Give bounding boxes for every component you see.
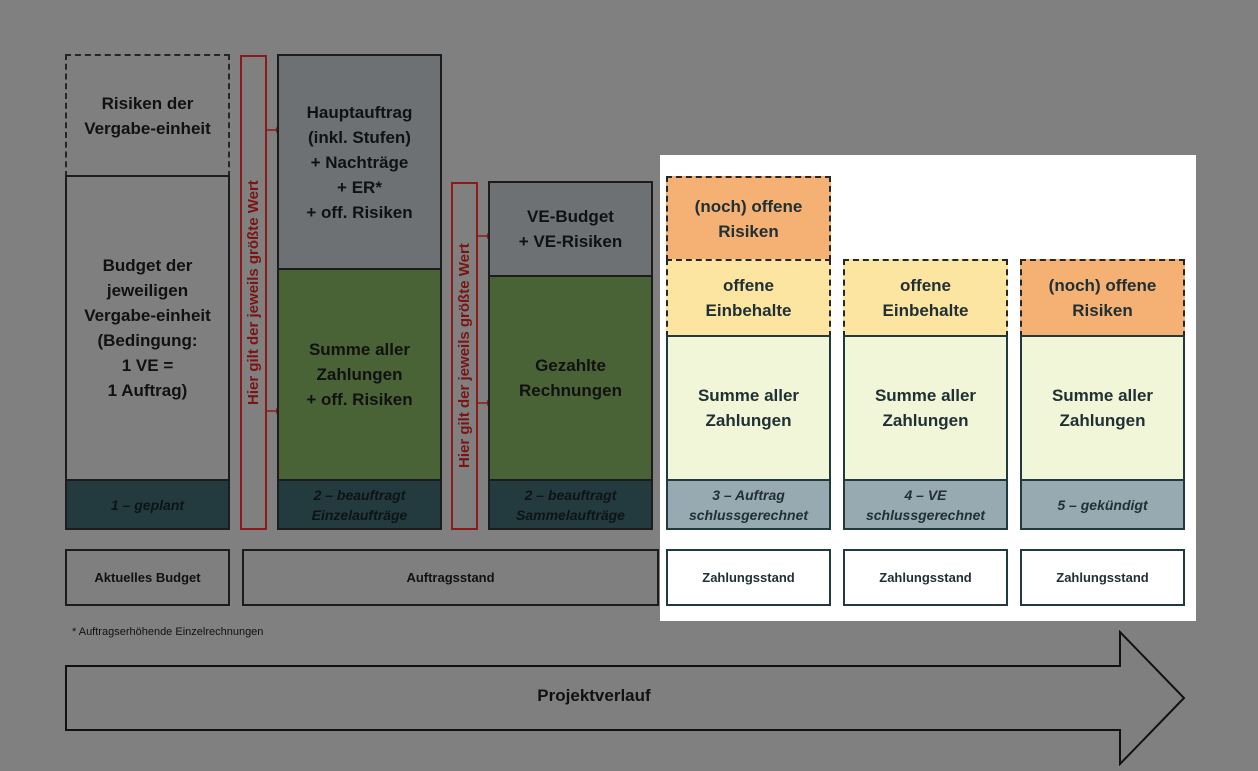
invoices-box-col3: Gezahlte Rechnungen <box>488 275 653 481</box>
status-label-ve-schlussgerechnet: 4 – VE schlussgerechnet <box>843 479 1008 530</box>
risks-box-col1: Risiken der Vergabe-einheit <box>65 54 230 177</box>
open-risks-box-col6: (noch) offene Risiken <box>1020 259 1185 337</box>
retentions-box-col4: offene Einbehalte <box>666 259 831 337</box>
contract-box-col2: Hauptauftrag (inkl. Stufen) + Nachträge … <box>277 54 442 270</box>
footer-current-budget: Aktuelles Budget <box>65 549 230 606</box>
budget-box-col1: Budget der jeweiligen Vergabe-einheit (B… <box>65 175 230 481</box>
status-label-einzelauftraege: 2 – beauftragt Einzelaufträge <box>277 479 442 530</box>
project-arrow <box>65 630 1186 766</box>
footer-payment-status-col5: Zahlungsstand <box>843 549 1008 606</box>
project-arrow-label: Projektverlauf <box>537 686 651 705</box>
status-label-auftrag-schlussgerechnet: 3 – Auftrag schlussgerechnet <box>666 479 831 530</box>
vertical-note-text-2: Hier gilt der jeweils größte Wert <box>456 243 473 469</box>
payments-box-col4: Summe aller Zahlungen <box>666 335 831 481</box>
status-label-gekuendigt: 5 – gekündigt <box>1020 479 1185 530</box>
footer-order-status: Auftragsstand <box>242 549 659 606</box>
open-risks-box-col4: (noch) offene Risiken <box>666 176 831 261</box>
payments-box-col6: Summe aller Zahlungen <box>1020 335 1185 481</box>
retentions-box-col5: offene Einbehalte <box>843 259 1008 337</box>
ve-budget-box-col3: VE-Budget + VE-Risiken <box>488 181 653 277</box>
vertical-note-text-1: Hier gilt der jeweils größte Wert <box>245 180 262 405</box>
vertical-note-bar-1 <box>240 55 267 530</box>
vertical-note-bar-2 <box>451 182 478 530</box>
footnote: * Auftragserhöhende Einzelrechnungen <box>72 626 264 638</box>
footer-payment-status-col6: Zahlungsstand <box>1020 549 1185 606</box>
payments-box-col2: Summe aller Zahlungen + off. Risiken <box>277 268 442 481</box>
status-label-sammelauftraege: 2 – beauftragt Sammelaufträge <box>488 479 653 530</box>
footer-payment-status-col4: Zahlungsstand <box>666 549 831 606</box>
status-label-geplant: 1 – geplant <box>65 479 230 530</box>
payments-box-col5: Summe aller Zahlungen <box>843 335 1008 481</box>
